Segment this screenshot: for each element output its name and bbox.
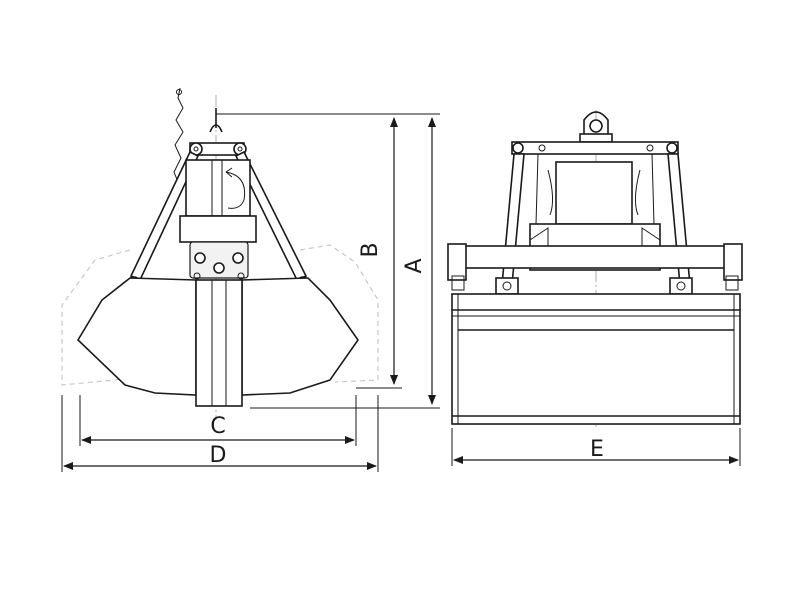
center-post [195, 279, 243, 407]
label-c: C [210, 414, 225, 439]
label-d: D [210, 443, 227, 468]
rotation-arrow [225, 171, 246, 209]
shell-right [241, 277, 359, 396]
label-b: B [358, 242, 383, 257]
front-top-bar [511, 141, 679, 155]
pivot-block [189, 241, 249, 279]
front-crossbar [451, 245, 741, 269]
shell-left [76, 277, 197, 396]
side-view [61, 87, 379, 420]
lifting-eye [209, 124, 223, 133]
dimensions: A B C D E [61, 113, 741, 472]
motor-body [555, 161, 633, 225]
label-a: A [402, 258, 427, 273]
open-shell-right-ghost [299, 244, 379, 383]
shackle [583, 111, 609, 136]
bucket-body [451, 293, 741, 425]
front-view [447, 110, 743, 430]
right-strut [234, 150, 308, 282]
head-housing [185, 159, 251, 217]
open-shell-left-ghost [61, 249, 151, 386]
chain [173, 87, 184, 183]
label-e: E [590, 437, 604, 462]
cross-block [179, 215, 257, 243]
